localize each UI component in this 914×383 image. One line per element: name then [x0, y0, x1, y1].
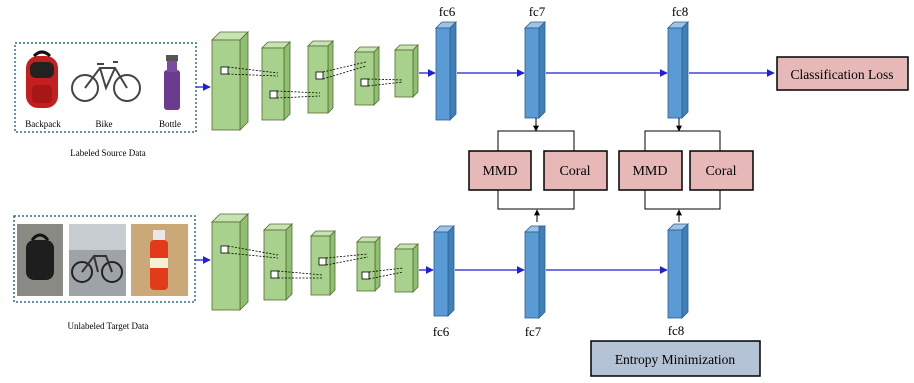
source-label-backpack: Backpack [25, 119, 61, 129]
entropy-minimization-box: Entropy Minimization [590, 340, 761, 377]
bottom-fc7-block [524, 231, 540, 319]
source-label-bike: Bike [96, 119, 113, 129]
top-fc-layers [435, 21, 689, 121]
bottle-icon [164, 55, 180, 110]
coral-box-2: Coral [689, 150, 754, 191]
mmd-1-label: MMD [482, 164, 517, 179]
entropy-minimization-label: Entropy Minimization [615, 352, 736, 367]
loss-connectors [497, 118, 721, 222]
target-caption: Unlabeled Target Data [67, 321, 148, 331]
top-fc7-label: fc7 [529, 4, 546, 19]
top-fc8-label: fc8 [672, 4, 689, 19]
top-fc6-label: fc6 [439, 4, 456, 19]
top-conv-stack [211, 31, 419, 131]
mmd-box-2: MMD [618, 150, 683, 191]
bottom-conv-stack [211, 213, 419, 311]
bottom-fc-layers [433, 223, 689, 319]
bottom-fc6-block [433, 231, 449, 317]
bike-icon [71, 61, 141, 102]
bottle-photo [131, 224, 188, 296]
mmd-2-label: MMD [632, 164, 667, 179]
source-caption: Labeled Source Data [70, 148, 145, 158]
top-fc7-block [524, 27, 540, 119]
bottom-receptive-fields [220, 245, 404, 280]
source-label-bottle: Bottle [159, 119, 181, 129]
classification-loss-label: Classification Loss [790, 67, 893, 82]
mmd-box-1: MMD [468, 150, 532, 191]
coral-box-1: Coral [543, 150, 608, 191]
top-receptive-fields [220, 61, 404, 99]
backpack-photo [17, 224, 63, 296]
flow-arrows [419, 69, 775, 274]
bottom-fc7-label: fc7 [525, 324, 542, 339]
coral-1-label: Coral [559, 164, 590, 179]
coral-2-label: Coral [705, 164, 736, 179]
target-data-box [13, 215, 196, 303]
bottom-fc6-label: fc6 [433, 324, 450, 339]
backpack-icon [26, 50, 58, 108]
bike-photo [69, 224, 126, 296]
top-fc6-block [435, 27, 451, 121]
classification-loss-box: Classification Loss [776, 56, 909, 91]
bottom-fc8-label: fc8 [668, 323, 685, 338]
top-fc8-block [667, 27, 683, 119]
source-data-box: Backpack Bike Bottle [14, 42, 197, 133]
bottom-fc8-block [667, 229, 683, 319]
